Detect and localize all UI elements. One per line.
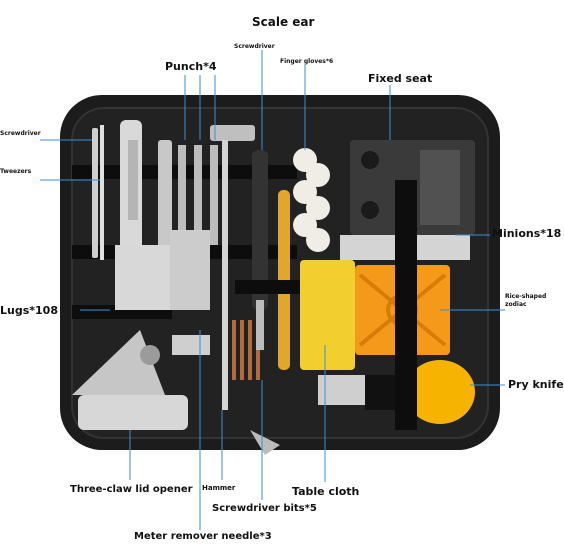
hammer-head <box>210 125 255 141</box>
label-screwdriver-left: Screwdriver <box>0 130 41 137</box>
label-pry-knife: Pry knife <box>508 378 564 391</box>
label-table-cloth: Table cloth <box>292 485 360 498</box>
zipper-puller <box>250 430 280 455</box>
label-punch: Punch*4 <box>165 60 217 73</box>
tool-kit-illustration <box>40 50 505 530</box>
three-claw-lid-opener <box>72 330 165 395</box>
tweezers-tool <box>100 125 104 260</box>
label-screwdriver-bits: Screwdriver bits*5 <box>212 503 317 514</box>
label-scale-ear: Scale ear <box>252 15 315 29</box>
label-tweezers: Tweezers <box>0 168 32 175</box>
punch-tool <box>158 140 172 250</box>
punch-tool <box>210 145 218 245</box>
finger-glove <box>293 180 317 204</box>
blower-bulb <box>405 360 475 424</box>
pry-knife <box>318 375 368 405</box>
label-rice-shaped-zodiac: Rice-shaped zodiac <box>505 293 547 308</box>
screwdriver-tool <box>252 150 268 310</box>
label-minions: Minions*18 <box>492 227 562 240</box>
label-three-claw-lid-opener: Three-claw lid opener <box>70 484 193 495</box>
label-meter-remover-needle: Meter remover needle*3 <box>134 531 272 542</box>
label-fixed-seat: Fixed seat <box>368 72 433 85</box>
label-hammer: Hammer <box>202 484 236 492</box>
screwdriver-bit <box>232 320 236 380</box>
screwdriver-bit <box>240 320 244 380</box>
label-finger-gloves: Finger gloves*6 <box>280 58 334 65</box>
punch-tool <box>178 145 186 245</box>
screwdriver-bit <box>248 320 252 380</box>
screwdriver-tool <box>92 128 98 258</box>
vise-tool <box>115 245 170 310</box>
hammer-handle <box>222 140 228 410</box>
finger-glove <box>306 196 330 220</box>
label-lugs: Lugs*108 <box>0 304 58 317</box>
label-screwdriver-top: Screwdriver <box>234 43 275 50</box>
table-cloth <box>300 260 355 370</box>
punch-tool <box>194 145 202 245</box>
finger-glove <box>306 228 330 252</box>
finger-glove <box>306 163 330 187</box>
